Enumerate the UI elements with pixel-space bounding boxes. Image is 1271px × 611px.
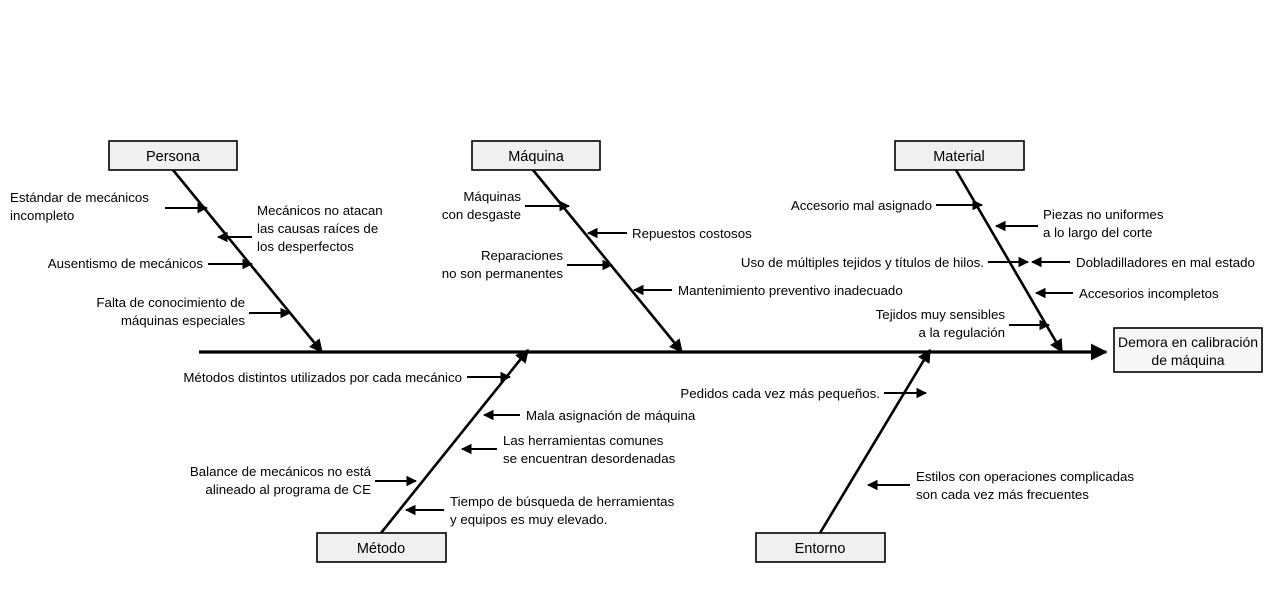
metodo-box-rect [316,532,447,563]
metodo-c2-line1: Mala asignación de máquina [526,408,696,423]
metodo-c4-line1: Balance de mecánicos no está [190,464,372,479]
category-box-persona[interactable]: Persona [108,140,238,171]
entorno-c2-line2: son cada vez más frecuentes [916,487,1089,502]
branch-maquina: Máquina Máquinas con desgaste Repuestos … [442,140,903,354]
branch-entorno: Entorno Pedidos cada vez más pequeños. E… [680,348,1134,563]
entorno-c2-line1: Estilos con operaciones complicadas [916,469,1134,484]
persona-c4-line1: Falta de conocimiento de [96,295,245,310]
branch-material: Material Accesorio mal asignado Piezas n… [741,140,1255,354]
effect-box[interactable]: Demora en calibración de máquina [1113,327,1263,373]
material-box-rect [894,140,1025,171]
persona-c1-line1: Estándar de mecánicos [10,190,149,205]
metodo-c3-line2: se encuentran desordenadas [503,451,676,466]
maquina-box-rect [471,140,601,171]
entorno-box-label: Entorno [795,541,846,557]
maquina-c4-line1: Mantenimiento preventivo inadecuado [678,283,903,298]
branch-persona: Persona Estándar de mecánicos incompleto… [10,140,383,354]
material-c3-line1: Uso de múltiples tejidos y títulos de hi… [741,255,984,270]
metodo-c5-line2: y equipos es muy elevado. [450,512,607,527]
category-box-maquina[interactable]: Máquina [471,140,601,171]
persona-c2-line3: los desperfectos [257,239,354,254]
material-c6-line1: Tejidos muy sensibles [876,307,1006,322]
maquina-box-label: Máquina [508,149,565,165]
effect-box-rect [1113,327,1263,373]
material-c4-line1: Dobladilladores en mal estado [1076,255,1255,270]
persona-c2-line2: las causas raíces de [257,221,378,236]
entorno-box-rect [755,532,886,563]
branch-metodo: Método Métodos distintos utilizados por … [183,348,696,563]
persona-c2-line1: Mecánicos no atacan [257,203,383,218]
persona-c3-line1: Ausentismo de mecánicos [48,256,204,271]
metodo-box-label: Método [357,541,405,557]
metodo-c3-line1: Las herramientas comunes [503,433,664,448]
material-c6-line2: a la regulación [919,325,1006,340]
metodo-c5-line1: Tiempo de búsqueda de herramientas [450,494,675,509]
maquina-c3-line1: Reparaciones [481,248,563,263]
maquina-c2-line1: Repuestos costosos [632,226,752,241]
effect-label-line1: Demora en calibración [1118,334,1258,350]
effect-label-line2: de máquina [1151,352,1224,368]
metodo-c4-line2: alineado al programa de CE [205,482,371,497]
entorno-c1-line1: Pedidos cada vez más pequeños. [680,386,880,401]
category-box-entorno[interactable]: Entorno [755,532,886,563]
maquina-c1-line1: Máquinas [463,189,521,204]
category-box-metodo[interactable]: Método [316,532,447,563]
maquina-c3-line2: no son permanentes [442,266,564,281]
material-c2-line1: Piezas no uniformes [1043,207,1164,222]
persona-c4-line2: máquinas especiales [121,313,246,328]
material-c5-line1: Accesorios incompletos [1079,286,1219,301]
metodo-c1-line1: Métodos distintos utilizados por cada me… [183,370,462,385]
persona-c1-line2: incompleto [10,208,74,223]
persona-box-rect [108,140,238,171]
maquina-c1-line2: con desgaste [442,207,521,222]
material-box-label: Material [933,149,985,165]
material-c2-line2: a lo largo del corte [1043,225,1152,240]
entorno-bone [818,348,932,534]
persona-box-label: Persona [146,149,201,165]
category-box-material[interactable]: Material [894,140,1025,171]
material-c1-line1: Accesorio mal asignado [791,198,932,213]
